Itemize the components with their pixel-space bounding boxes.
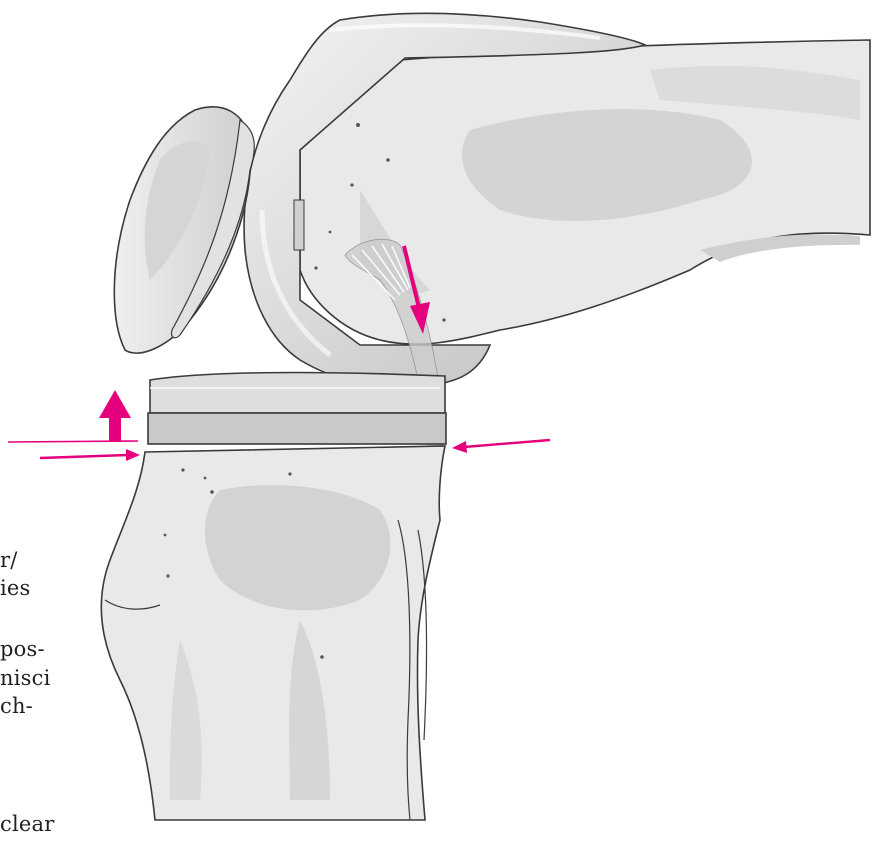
patella	[114, 107, 254, 353]
force-arrow-left	[8, 441, 140, 461]
text-fragment-6: clear	[0, 812, 54, 836]
text-fragment-1: r/	[0, 548, 18, 572]
lift-arrow	[99, 390, 131, 441]
femur-bone	[300, 40, 870, 344]
text-fragment-2: ies	[0, 576, 31, 600]
text-fragment-4: nisci	[0, 666, 51, 690]
tibia-bone	[101, 446, 445, 820]
force-arrow-right	[452, 440, 550, 453]
text-fragment-3: pos-	[0, 637, 45, 661]
tibial-insert	[148, 373, 446, 444]
text-fragment-5: ch-	[0, 694, 33, 718]
